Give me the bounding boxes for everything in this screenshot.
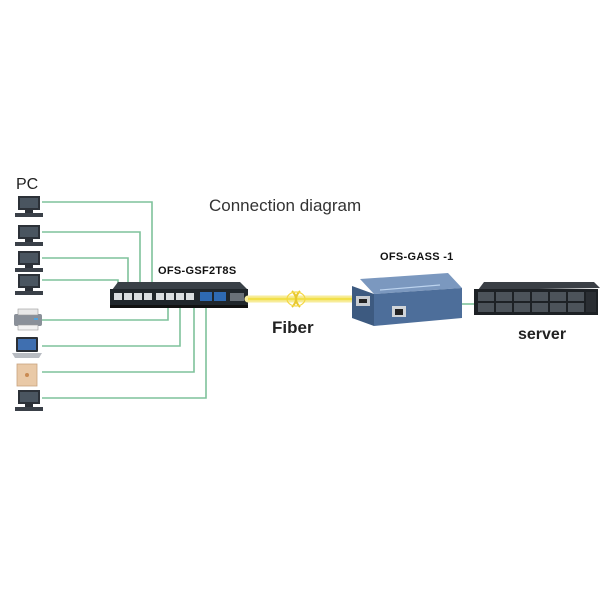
cable	[42, 308, 181, 347]
cable	[42, 308, 195, 373]
pc-icon	[15, 225, 43, 246]
cable	[42, 308, 169, 321]
cable	[42, 279, 119, 287]
cable	[42, 308, 207, 399]
ethernet-switch	[110, 282, 248, 308]
pc-icon	[15, 274, 43, 295]
converter-model-label: OFS-GASS -1	[380, 251, 454, 263]
diagram-title: Connection diagram	[209, 196, 362, 215]
pc-icon	[15, 196, 43, 217]
printer-icon	[14, 308, 42, 331]
cable	[42, 257, 129, 287]
laptop-icon	[12, 337, 42, 358]
cable	[42, 201, 153, 287]
switch-ports	[114, 293, 194, 300]
rack-server	[474, 282, 600, 315]
switch-model-label: OFS-GSF2T8S	[158, 265, 237, 277]
pc-icon	[15, 390, 43, 411]
server-label: server	[518, 326, 567, 343]
media-converter	[352, 273, 462, 326]
cable	[42, 231, 141, 287]
fiber-label: Fiber	[272, 318, 314, 337]
fiber-link	[244, 290, 356, 308]
pc-icon	[15, 251, 43, 272]
pc-group-label: PC	[16, 176, 39, 193]
access-point-icon	[16, 363, 38, 387]
